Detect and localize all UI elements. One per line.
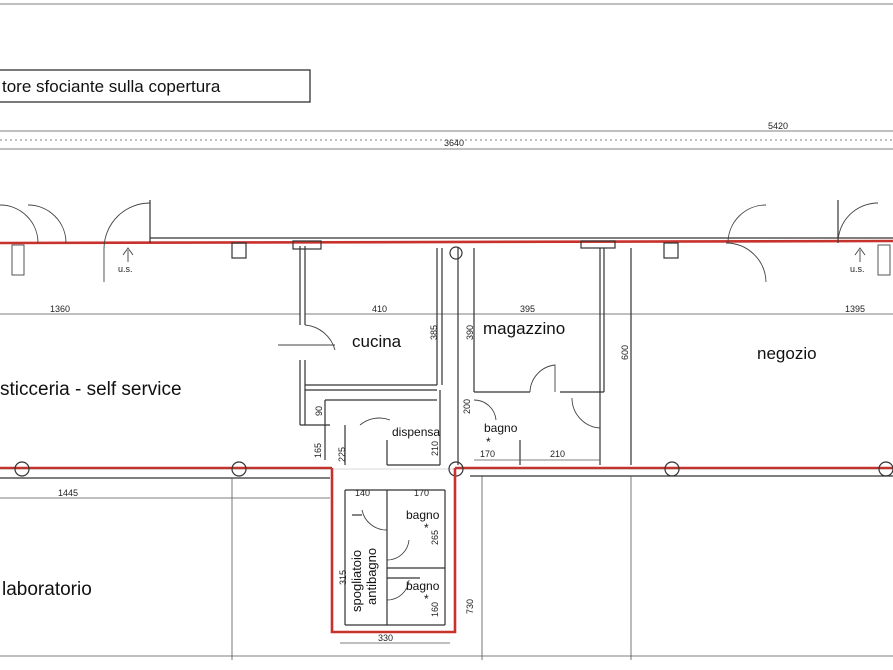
dim-mag-h: 390 xyxy=(465,325,475,340)
room-spogliatoio: spogliatoio xyxy=(349,550,364,612)
bath-block-red xyxy=(330,468,457,634)
dim-left-span: 1360 xyxy=(50,304,70,314)
door-arc-bagno-2 xyxy=(473,399,497,421)
door-arc-cucina xyxy=(304,324,336,351)
column-mark xyxy=(14,461,30,477)
door-arc-1 xyxy=(0,204,39,244)
pillar-3 xyxy=(580,240,616,249)
door-arc-5 xyxy=(725,242,767,283)
column-mark-top xyxy=(449,246,463,260)
facade-wall-top xyxy=(0,239,893,245)
column-mark xyxy=(878,461,893,477)
door-arc-3 xyxy=(103,202,151,249)
star-marker: * xyxy=(424,592,429,606)
dim-140: 140 xyxy=(355,488,370,498)
dim-330: 330 xyxy=(378,633,393,643)
dim-315: 315 xyxy=(338,570,348,585)
arrow-up-icon xyxy=(854,247,866,262)
room-negozio: negozio xyxy=(757,344,817,363)
arrow-up-icon xyxy=(122,247,134,262)
dim-165: 165 xyxy=(313,443,323,458)
pillar-2 xyxy=(292,240,322,250)
door-arc-antibagno xyxy=(361,509,388,531)
door-leaf-1 xyxy=(11,244,25,276)
room-laboratorio: laboratorio xyxy=(2,579,92,600)
dim-negozio-h: 600 xyxy=(620,345,630,360)
dim-cucina-w: 410 xyxy=(372,304,387,314)
dim-200: 200 xyxy=(462,399,472,414)
dim-265: 265 xyxy=(430,530,440,545)
note-box xyxy=(0,69,311,103)
door-leaf-6 xyxy=(877,244,891,276)
column-mark xyxy=(231,461,247,477)
door-arc-2 xyxy=(27,204,67,244)
door-arc-4 xyxy=(727,204,767,244)
dim-225: 225 xyxy=(337,447,347,462)
dim-170b: 170 xyxy=(414,488,429,498)
pillar-4 xyxy=(663,242,679,259)
room-magazzino: magazzino xyxy=(483,319,565,338)
dim-170a: 170 xyxy=(480,449,495,459)
column-mark xyxy=(664,461,680,477)
dim-right-span: 1395 xyxy=(845,304,865,314)
dim-overall-top: 5420 xyxy=(768,121,788,131)
room-cucina: cucina xyxy=(352,332,402,351)
room-pasticceria: sticceria - self service xyxy=(0,379,182,400)
dim-160: 160 xyxy=(430,602,440,617)
room-bagno-low: bagno xyxy=(406,579,440,593)
room-antibagno: antibagno xyxy=(364,548,379,605)
dim-210b: 210 xyxy=(550,449,565,459)
room-dispensa: dispensa xyxy=(392,425,440,439)
star-marker: * xyxy=(486,435,491,449)
pillar-1 xyxy=(231,242,247,259)
door-arc-bagno-4 xyxy=(386,579,410,601)
dim-210a: 210 xyxy=(430,441,440,456)
star-marker: * xyxy=(424,521,429,535)
door-arc-bagno-3 xyxy=(386,539,410,561)
dim-mag-w: 395 xyxy=(520,304,535,314)
room-bagno-mid: bagno xyxy=(406,508,440,522)
room-bagno-top: bagno xyxy=(484,421,518,435)
door-arc-mag xyxy=(529,364,556,393)
note-text: tore sfociante sulla copertura xyxy=(2,77,221,96)
dim-overall-second: 3640 xyxy=(444,138,464,148)
dim-730: 730 xyxy=(465,599,475,614)
us-left: u.s. xyxy=(118,264,133,274)
door-arc-6 xyxy=(837,202,879,244)
dim-90: 90 xyxy=(314,406,324,416)
us-right: u.s. xyxy=(850,264,865,274)
dim-left-bottom: 1445 xyxy=(58,488,78,498)
door-arc-bagno xyxy=(571,397,601,429)
door-arc-dispensa xyxy=(359,417,391,426)
dim-cucina-h: 385 xyxy=(429,325,439,340)
